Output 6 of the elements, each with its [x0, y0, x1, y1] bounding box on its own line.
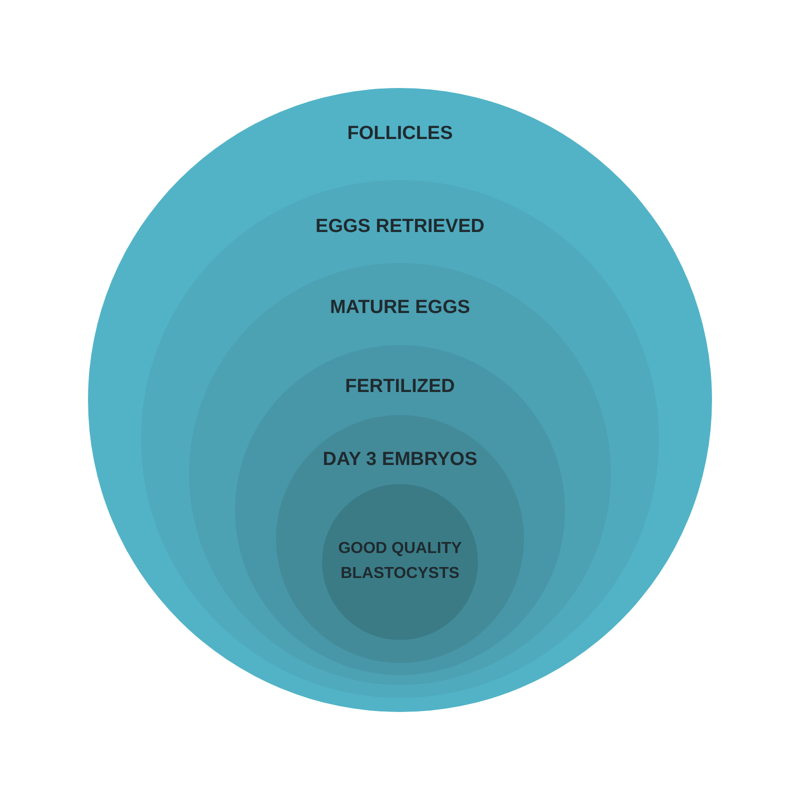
- circle-label: MATURE EGGS: [330, 296, 470, 320]
- circle-label: DAY 3 EMBRYOS: [322, 448, 478, 472]
- circle-label: EGGS RETRIEVED: [316, 215, 484, 239]
- circle-label: GOOD QUALITY BLASTOCYSTS: [337, 539, 463, 584]
- circle-label: FOLLICLES: [347, 122, 453, 146]
- circle-label: FERTILIZED: [345, 375, 455, 399]
